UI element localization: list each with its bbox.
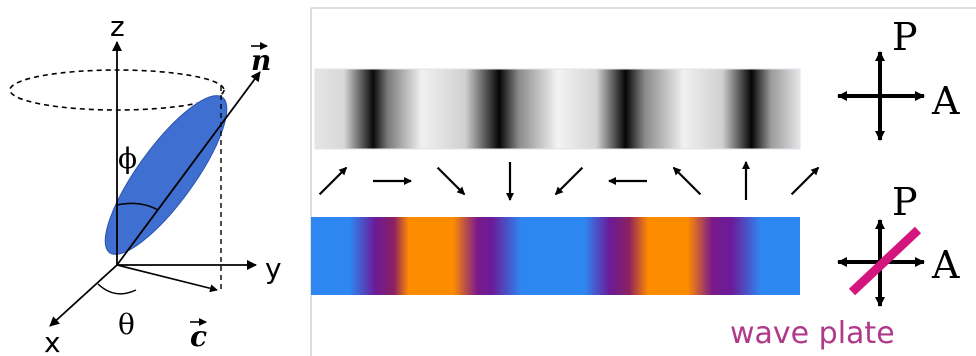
director-arrow xyxy=(438,168,465,195)
top-analyzer-label: A xyxy=(931,79,960,123)
top-polarizer-analyzer-icon: P A xyxy=(838,15,960,140)
director-diagram: z y x n c ϕ θ xyxy=(10,10,282,356)
phi-label: ϕ xyxy=(118,142,137,175)
bottom-polarizer-label: P xyxy=(892,180,918,224)
theta-label: θ xyxy=(118,308,135,341)
wave-plate-color-stripe xyxy=(311,217,800,295)
director-arrow xyxy=(556,168,583,195)
projection-vector-c xyxy=(117,265,217,290)
top-polarizer-label: P xyxy=(892,15,918,59)
optics-panel: P A P A wave plate xyxy=(311,8,976,356)
c-vector-label: c xyxy=(190,320,207,353)
z-axis-label: z xyxy=(110,10,125,43)
n-vector-label: n xyxy=(251,44,271,77)
director-arrows-row xyxy=(320,162,819,200)
director-arrow xyxy=(674,168,701,195)
director-arrow xyxy=(320,168,347,195)
bottom-polarizer-analyzer-icon: P A xyxy=(838,180,960,306)
crossed-polarizer-intensity-stripe xyxy=(315,69,800,149)
wave-plate-label: wave plate xyxy=(730,316,895,351)
director-arrow xyxy=(792,168,819,195)
x-axis xyxy=(50,265,117,326)
x-axis-label: x xyxy=(44,326,61,356)
theta-angle-arc xyxy=(98,284,136,294)
y-axis-label: y xyxy=(265,252,282,285)
bottom-analyzer-label: A xyxy=(931,243,960,287)
